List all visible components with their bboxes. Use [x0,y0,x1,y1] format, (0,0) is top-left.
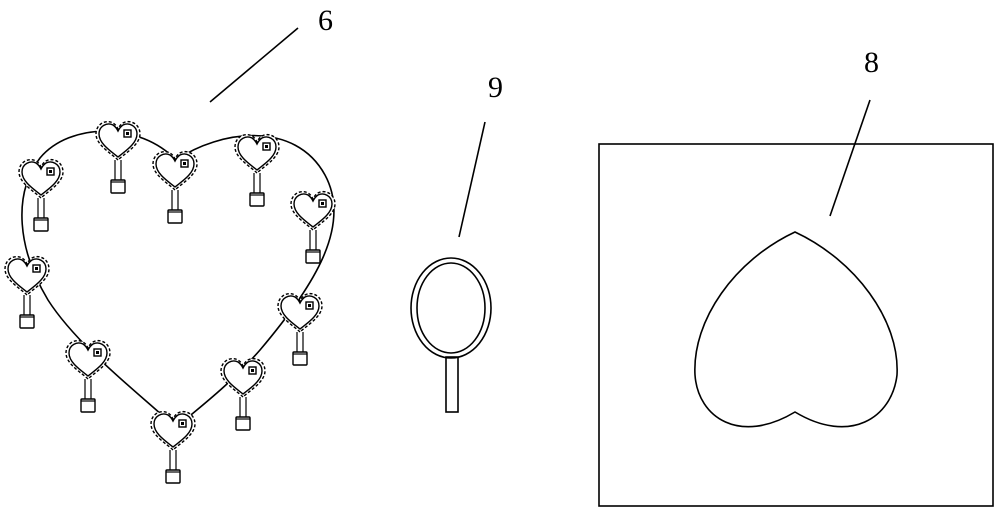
ref-label-6: 6 [318,4,333,37]
ref-label-8: 8 [864,46,879,79]
heart-unit [234,133,280,207]
heart-unit [152,150,198,224]
leader-line-8 [829,99,871,217]
heart-unit [277,292,323,366]
card-frame [598,143,994,507]
leader-line-9 [458,121,486,238]
heart-arrangement: 6 [4,4,336,484]
heart-unit [290,190,336,264]
heart-unit [18,158,64,232]
heart-unit [220,357,266,431]
leader-line-6 [209,27,299,103]
ref-label-9: 9 [488,71,503,104]
heart-unit [65,339,111,413]
heart-unit [95,120,141,194]
heart-card: 8 [598,46,994,507]
heart-unit [150,410,196,484]
magnifier: 9 [410,71,503,413]
heart-unit [4,255,50,329]
card-heart [694,231,898,428]
